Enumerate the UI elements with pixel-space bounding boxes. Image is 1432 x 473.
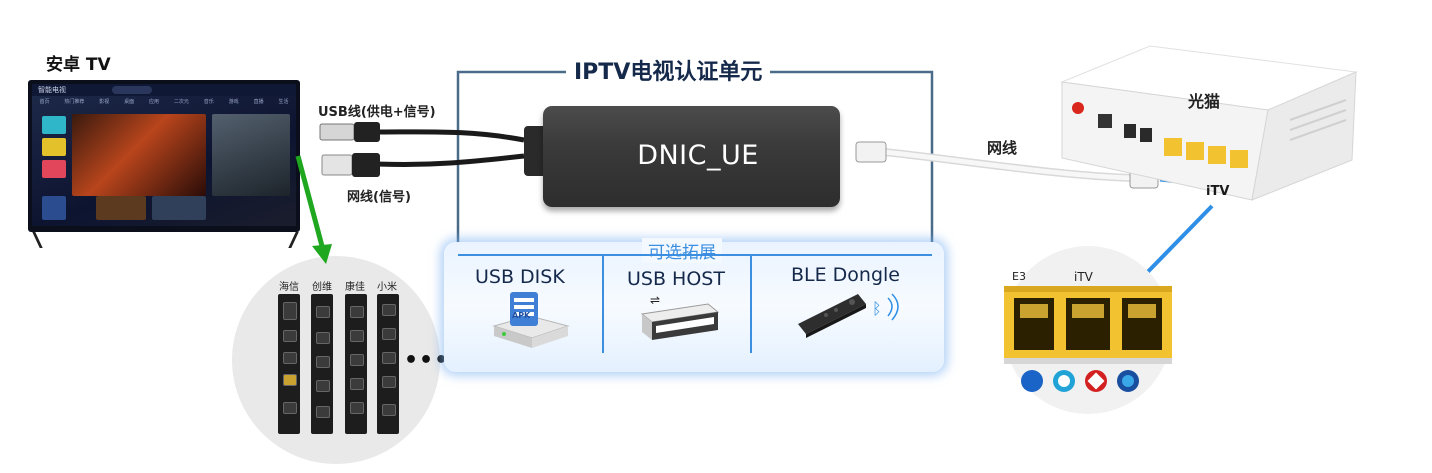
ble-dongle-label: BLE Dongle <box>791 264 900 286</box>
brand-label-xiaomi: 小米 <box>377 282 397 293</box>
tv-movie-poster <box>212 114 290 196</box>
tv-menu-item: 热门推荐 <box>64 99 85 105</box>
tv-menu-item: 应用 <box>149 99 160 105</box>
tv-thumb <box>42 196 66 220</box>
optional-expansion-title: 可选拓展 <box>642 238 722 263</box>
xiaomi-port-panel <box>377 294 399 434</box>
tv-side-tile <box>42 138 66 156</box>
svg-text:ᛒ: ᛒ <box>872 299 882 318</box>
unit-title: IPTV电视认证单元 <box>566 54 771 86</box>
divider <box>750 255 752 353</box>
itv-port-zoom: iTV E3 <box>1004 246 1172 414</box>
tv-menu-item: 生活 <box>278 99 289 105</box>
optical-modem-label: 光猫 <box>1188 92 1221 111</box>
panel-top-line <box>458 254 932 256</box>
brand-label-hisense: 海信 <box>279 282 299 293</box>
network-cable-label: 网线 <box>987 139 1018 157</box>
tv-side-tile <box>42 160 66 178</box>
usb-port-icon: ⇌ <box>638 292 722 346</box>
usb-cable <box>377 129 525 143</box>
apk-usb-disk-icon <box>490 290 572 354</box>
tv-menu-item: 桌面 <box>124 99 135 105</box>
usb-plug-icon <box>319 123 355 141</box>
konka-port-panel <box>345 294 367 434</box>
usb-cable-label: USB线(供电+信号) <box>318 105 436 120</box>
svg-text:⇌: ⇌ <box>650 293 660 307</box>
dnic-ue-dongle <box>543 106 840 207</box>
tv-hero-poster <box>72 114 206 196</box>
tv-menu-item: 二次元 <box>173 99 189 105</box>
brand-label-konka: 康佳 <box>345 282 365 293</box>
tv-menu: 首页 热门推荐 影视 桌面 应用 二次元 音乐 游戏 直播 生活 <box>32 98 296 108</box>
tv-menu-item: 游戏 <box>228 99 239 105</box>
android-tv: 智能电视 首页 热门推荐 影视 桌面 应用 二次元 音乐 游戏 直播 生活 <box>28 80 300 232</box>
brand-label-skyworth: 创维 <box>312 282 332 293</box>
hisense-port-panel <box>278 294 300 434</box>
tv-ui-title: 智能电视 <box>32 84 296 96</box>
tv-menu-item: 首页 <box>39 99 50 105</box>
tv-menu-item: 影视 <box>99 99 110 105</box>
optical-modem <box>1060 45 1358 201</box>
net-cable-label: 网线(信号) <box>347 190 411 205</box>
usb-host-label: USB HOST <box>627 268 725 290</box>
dongle-label: DNIC_UE <box>637 140 759 171</box>
bluetooth-remote-icon: ᛒ <box>796 290 906 344</box>
rj45-plug-right-icon <box>855 141 887 163</box>
more-brands-ellipsis: ••• <box>404 348 450 373</box>
usb-disk-label: USB DISK <box>475 266 565 288</box>
tv-ports-zoom: 海信 创维 康佳 小米 ••• <box>232 256 448 464</box>
tv-menu-item: 音乐 <box>203 99 214 105</box>
tv-title: 安卓 TV <box>46 55 111 75</box>
tv-screen: 智能电视 首页 热门推荐 影视 桌面 应用 二次元 音乐 游戏 直播 生活 <box>32 84 296 226</box>
itv-port-label: iTV <box>1206 184 1230 199</box>
divider <box>602 255 604 353</box>
net-cable-left <box>377 153 525 168</box>
apk-badge: APK <box>512 311 531 320</box>
rj45-plug-left-icon <box>321 154 353 176</box>
tv-thumb <box>152 196 206 220</box>
tv-menu-item: 直播 <box>253 99 264 105</box>
skyworth-port-panel <box>311 294 333 434</box>
tv-thumb <box>96 196 146 220</box>
zoom-port-e3-label: E3 <box>1012 270 1026 283</box>
tv-search-bar <box>112 86 152 94</box>
tv-side-tile <box>42 116 66 134</box>
zoom-itv-label: iTV <box>1074 270 1093 284</box>
green-arrow <box>295 155 332 264</box>
